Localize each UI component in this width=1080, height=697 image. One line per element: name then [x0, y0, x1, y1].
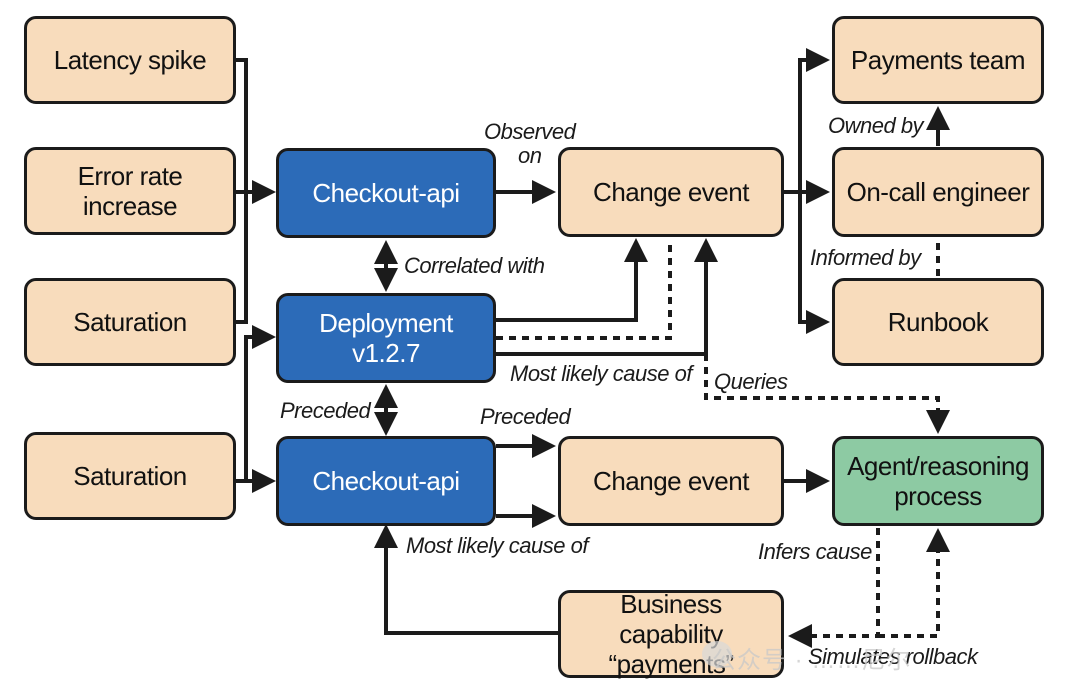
label-simulates-rollback: Simulates rollback [808, 644, 978, 669]
watermark-text: 公众号 · ……尼尔 [712, 647, 912, 674]
node-change-event-2: Change event [558, 436, 784, 526]
node-agent-reasoning-process: Agent/reasoning process [832, 436, 1044, 526]
node-change-event-1: Change event [558, 147, 784, 237]
node-latency-spike: Latency spike [24, 16, 236, 104]
edge-queries [704, 354, 950, 434]
label-infers-cause: Infers cause [758, 539, 872, 564]
edge-dotted-deployment-change1 [496, 240, 672, 340]
edge-business-to-checkout2 [374, 524, 558, 635]
node-oncall-engineer: On-call engineer [832, 147, 1044, 237]
node-saturation-2: Saturation [24, 432, 236, 520]
node-saturation-1: Saturation [24, 278, 236, 366]
edge-change1-to-runbook [798, 192, 830, 334]
label-observed-on: Observed on [484, 119, 576, 168]
node-error-rate-increase: Error rate increase [24, 147, 236, 235]
label-preceded-left: Preceded [280, 398, 371, 423]
node-checkout-api-2: Checkout-api [276, 436, 496, 526]
edge-deployment-to-change1 [496, 238, 648, 322]
node-runbook: Runbook [832, 278, 1044, 366]
node-business-capability: Business capability “payments” [558, 589, 784, 679]
label-correlated-with: Correlated with [404, 253, 545, 278]
edge-latency-to-checkout [236, 58, 248, 192]
label-informed-by: Informed by [810, 245, 921, 270]
label-preceded-top: Preceded [480, 404, 571, 429]
label-most-likely-cause-1: Most likely cause of [510, 361, 692, 386]
node-checkout-api-1: Checkout-api [276, 148, 496, 238]
edge-change1-to-payments [798, 48, 830, 192]
label-queries: Queries [714, 369, 788, 394]
edge-saturation2-to-deployment [236, 325, 276, 483]
node-payments-team: Payments team [832, 16, 1044, 104]
node-deployment: Deployment v1.2.7 [276, 293, 496, 383]
label-most-likely-cause-2: Most likely cause of [406, 533, 588, 558]
label-owned-by: Owned by [828, 113, 924, 138]
edge-simulates-rollback [878, 528, 950, 638]
watermark-logo-icon [702, 641, 732, 667]
edge-saturation1-to-checkout [236, 192, 248, 324]
